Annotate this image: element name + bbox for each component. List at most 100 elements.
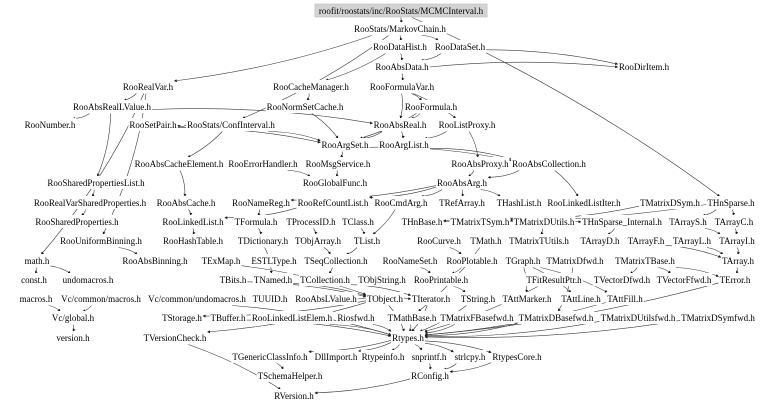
- node-trefarray-h[interactable]: TRefArray.h: [438, 196, 486, 209]
- node-tlist-h[interactable]: TList.h: [352, 234, 382, 247]
- node-roosetpair-h[interactable]: RooSetPair.h: [128, 118, 178, 131]
- node-thnbase-h[interactable]: THnBase.h: [400, 215, 444, 228]
- node-tarrayf-h[interactable]: TArrayF.h: [626, 234, 666, 247]
- node-tprocessid-h[interactable]: TProcessID.h: [285, 215, 337, 228]
- node-roorealvar-h[interactable]: RooRealVar.h: [121, 80, 175, 93]
- node-rtypeinfo-h[interactable]: Rtypeinfo.h: [360, 350, 406, 363]
- node-roorealvarsharedproperties-h[interactable]: RooRealVarSharedProperties.h: [32, 196, 148, 209]
- node-tarrayd-h[interactable]: TArrayD.h: [579, 234, 621, 247]
- node-tschemahelper-h[interactable]: TSchemaHelper.h: [256, 369, 324, 382]
- node-tformula-h[interactable]: TFormula.h: [233, 215, 279, 228]
- node-tmatrixdutils-h[interactable]: TMatrixDUtils.h: [512, 215, 576, 228]
- node-tmatrixdsymfwd-h[interactable]: TMatrixDSymfwd.h: [680, 311, 756, 324]
- node-tvectorffwd-h[interactable]: TVectorFfwd.h: [655, 273, 713, 286]
- node-strlcpy-h[interactable]: strlcpy.h: [453, 350, 487, 363]
- node-rooabsdata-h[interactable]: RooAbsData.h: [374, 60, 430, 73]
- node-tseqcollection-h[interactable]: TSeqCollection.h: [303, 254, 369, 267]
- node-rconfig-h[interactable]: RConfig.h: [410, 369, 450, 382]
- node-vc-common-macros-h[interactable]: Vc/common/macros.h: [60, 292, 142, 305]
- node-tobjarray-h[interactable]: TObjArray.h: [294, 234, 342, 247]
- node-tmatrixdsym-h[interactable]: TMatrixDSym.h: [639, 196, 701, 209]
- node-tclass-h[interactable]: TClass.h: [341, 215, 375, 228]
- node-roolistproxy-h[interactable]: RooListProxy.h: [437, 118, 497, 131]
- node-tarrays-h[interactable]: TArrayS.h: [668, 215, 708, 228]
- node-rooerrorhandler-h[interactable]: RooErrorHandler.h: [227, 157, 299, 170]
- node-rooabsarg-h[interactable]: RooAbsArg.h: [435, 176, 489, 189]
- node-tmatrixdfwd-h[interactable]: TMatrixDfwd.h: [545, 254, 605, 267]
- node-version-h[interactable]: version.h: [55, 331, 91, 344]
- node-terror-h[interactable]: TError.h: [718, 273, 752, 286]
- node-roolinkedlist-h[interactable]: RooLinkedList.h: [161, 215, 225, 228]
- node-tcollection-h[interactable]: TCollection.h: [299, 273, 351, 286]
- node-tarrayi-h[interactable]: TArrayI.h: [718, 234, 756, 247]
- node-roonameset-h[interactable]: RooNameSet.h: [381, 254, 439, 267]
- node-tstorage-h[interactable]: TStorage.h: [161, 311, 203, 324]
- node-rooformula-h[interactable]: RooFormula.h: [403, 100, 459, 113]
- node-roodataset-h[interactable]: RooDataSet.h: [433, 40, 487, 53]
- node-tarray-h[interactable]: TArray.h: [721, 254, 755, 267]
- node-tarrayc-h[interactable]: TArrayC.h: [713, 215, 755, 228]
- node-tbuffer-h[interactable]: TBuffer.h: [209, 311, 247, 324]
- node-tattmarker-h[interactable]: TAttMarker.h: [501, 292, 553, 305]
- node-rversion-h[interactable]: RVersion.h: [273, 389, 315, 402]
- node-roonormsetcache-h[interactable]: RooNormSetCache.h: [265, 100, 345, 113]
- node-thashlist-h[interactable]: THashList.h: [495, 196, 543, 209]
- node-roomsgservice-h[interactable]: RooMsgService.h: [304, 157, 372, 170]
- node-const-h[interactable]: const.h: [20, 273, 48, 286]
- node-roolinkedlistelem-h[interactable]: RooLinkedListElem.h: [250, 311, 334, 324]
- node-rooabsproxy-h[interactable]: RooAbsProxy.h: [450, 157, 510, 170]
- node-tmatrixtsym-h[interactable]: TMatrixTSym.h: [449, 215, 511, 228]
- node-riosfwd-h[interactable]: Riosfwd.h: [336, 311, 376, 324]
- node-rooabsreallvalue-h[interactable]: RooAbsRealLValue.h: [72, 100, 152, 113]
- node-roohashtable-h[interactable]: RooHashTable.h: [161, 234, 225, 247]
- node-roocachemanager-h[interactable]: RooCacheManager.h: [272, 80, 350, 93]
- node-rtypescore-h[interactable]: RtypesCore.h: [491, 350, 543, 363]
- node-tattline-h[interactable]: TAttLine.h: [560, 292, 602, 305]
- node-tmatrixfbasefwd-h[interactable]: TMatrixFBasefwd.h: [439, 311, 515, 324]
- node-rooformulavar-h[interactable]: RooFormulaVar.h: [368, 80, 436, 93]
- node-tversioncheck-h[interactable]: TVersionCheck.h: [142, 331, 208, 344]
- node-roocmdarg-h[interactable]: RooCmdArg.h: [373, 196, 429, 209]
- node-roosharedpropertieslist-h[interactable]: RooSharedPropertiesList.h: [46, 176, 146, 189]
- node-thnsparse-h[interactable]: THnSparse.h: [706, 196, 756, 209]
- node-rooargset-h[interactable]: RooArgSet.h: [320, 138, 370, 151]
- node-rooarglist-h[interactable]: RooArgList.h: [378, 138, 430, 151]
- node-tnamed-h[interactable]: TNamed.h: [252, 273, 294, 286]
- node-tmatrixtutils-h[interactable]: TMatrixTUtils.h: [508, 234, 570, 247]
- node-tgenericclassinfo-h[interactable]: TGenericClassInfo.h: [231, 350, 309, 363]
- node-tfitresultptr-h[interactable]: TFitResultPtr.h: [525, 273, 583, 286]
- node-estltype-h[interactable]: ESTLType.h: [250, 254, 298, 267]
- node-vc-common-undomacros-h[interactable]: Vc/common/undomacros.h: [147, 292, 247, 305]
- node-tmatrixdutilsfwd-h[interactable]: TMatrixDUtilsfwd.h: [599, 311, 677, 324]
- node-roocurve-h[interactable]: RooCurve.h: [416, 234, 462, 247]
- node-roonumber-h[interactable]: RooNumber.h: [23, 118, 77, 131]
- node-rooglobalfunc-h[interactable]: RooGlobalFunc.h: [301, 176, 369, 189]
- node-vc-global-h[interactable]: Vc/global.h: [50, 311, 96, 324]
- node-tattfill-h[interactable]: TAttFill.h: [606, 292, 644, 305]
- node-macros-h[interactable]: macros.h: [18, 292, 54, 305]
- node-tmathbase-h[interactable]: TMathBase.h: [386, 311, 438, 324]
- node-rooabscollection-h[interactable]: RooAbsCollection.h: [511, 157, 587, 170]
- node-roodatahist-h[interactable]: RooDataHist.h: [372, 40, 428, 53]
- node-roodiritem-h[interactable]: RooDirItem.h: [617, 60, 671, 73]
- node-rooabscacheelement-h[interactable]: RooAbsCacheElement.h: [133, 157, 225, 170]
- node-thnsparse-internal-h[interactable]: THnSparse_Internal.h: [581, 215, 663, 228]
- node-rooabslvalue-h[interactable]: RooAbsLValue.h: [294, 292, 358, 305]
- node-roosharedproperties-h[interactable]: RooSharedProperties.h: [34, 215, 120, 228]
- root-node[interactable]: roofit/roostats/inc/RooStats/MCMCInterva…: [314, 3, 488, 18]
- node-tuuid-h[interactable]: TUUID.h: [251, 292, 289, 305]
- node-dllimport-h[interactable]: DllImport.h: [313, 350, 359, 363]
- node-tmath-h[interactable]: TMath.h: [469, 234, 503, 247]
- node-roolinkedlistiter-h[interactable]: RooLinkedListIter.h: [546, 196, 622, 209]
- node-rooabscache-h[interactable]: RooAbsCache.h: [155, 196, 217, 209]
- node-texmap-h[interactable]: TExMap.h: [200, 254, 242, 267]
- node-tarrayl-h[interactable]: TArrayL.h: [671, 234, 713, 247]
- node-tobjstring-h[interactable]: TObjString.h: [357, 273, 407, 286]
- node-tobject-h[interactable]: TObject.h: [365, 292, 405, 305]
- node-tdictionary-h[interactable]: TDictionary.h: [236, 234, 290, 247]
- node-tmatrixtbase-h[interactable]: TMatrixTBase.h: [614, 254, 676, 267]
- node-titerator-h[interactable]: TIterator.h: [410, 292, 452, 305]
- node-roostats-markovchain-h[interactable]: RooStats/MarkovChain.h: [353, 22, 447, 35]
- node-tvectordfwd-h[interactable]: TVectorDfwd.h: [592, 273, 652, 286]
- node-roouniformbinning-h[interactable]: RooUniformBinning.h: [59, 234, 143, 247]
